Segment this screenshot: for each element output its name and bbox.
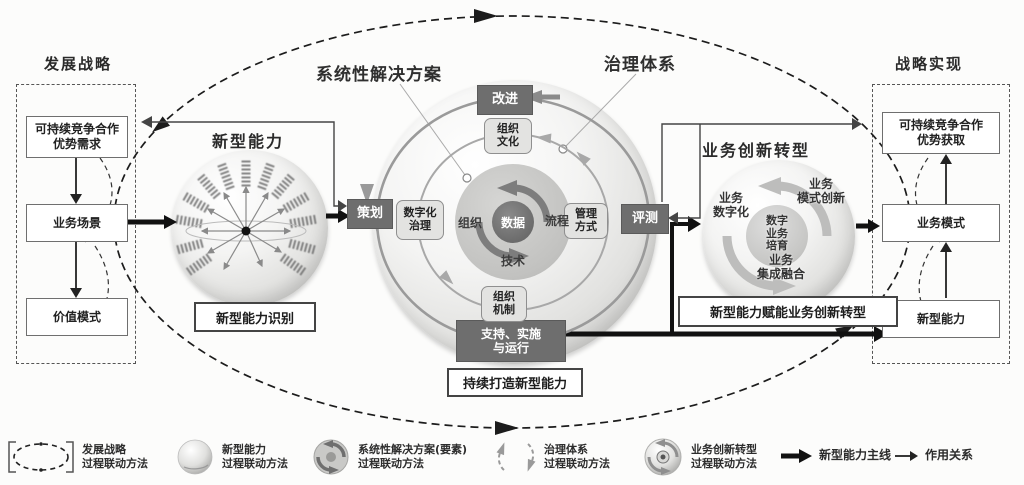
- improve-stage: 改进: [477, 85, 533, 115]
- capability-sphere-title: 新型能力: [212, 132, 285, 151]
- box-value-model: 价值模式: [26, 298, 128, 336]
- label-capability-enables-transformation: 新型能力赋能业务创新转型: [678, 296, 898, 327]
- legend-label: 业务创新转型 过程联动方法: [691, 442, 757, 470]
- dashed-cycle-icon: [496, 442, 536, 472]
- box-business-scenario: 业务场景: [26, 204, 128, 242]
- legend-label: 作用关系: [925, 448, 974, 463]
- legend-item-business: 业务创新转型 过程联动方法: [641, 437, 757, 477]
- support-implement-stage: 支持、实施 与运行: [456, 320, 566, 362]
- label-capability-identification: 新型能力识别: [194, 302, 316, 332]
- solution-title: 系统性解决方案: [316, 65, 442, 85]
- sphere-icon: [177, 439, 213, 475]
- legend-item-capability: 新型能力 过程联动方法: [174, 437, 288, 477]
- legend-label: 新型能力主线: [819, 448, 892, 463]
- bold-arrow-icon: [781, 449, 812, 463]
- core-data-label: 数据: [500, 215, 525, 230]
- legend-item-strategy: 发展战略 过程联动方法: [6, 437, 148, 477]
- left-panel-title: 发展战略: [44, 55, 113, 73]
- org-mechanism-box: 组织 机制: [481, 286, 527, 322]
- thin-arrow-icon: [895, 451, 918, 461]
- label-build-capability: 持续打造新型能力: [447, 368, 583, 397]
- legend-item-mainline: 新型能力主线: [779, 448, 891, 464]
- legend-label: 系统性解决方案(要素) 过程联动方法: [358, 442, 468, 470]
- data-core-disc: 数据: [492, 201, 534, 243]
- evaluate-stage: 评测: [621, 204, 669, 234]
- org-culture-box: 组织 文化: [484, 118, 532, 154]
- digital-governance-box: 数字化 治理: [396, 200, 444, 240]
- swirl-circle-icon: [313, 439, 349, 475]
- box-business-model: 业务模式: [882, 204, 1000, 242]
- governance-title: 治理体系: [604, 55, 676, 75]
- legend-item-solution: 系统性解决方案(要素) 过程联动方法: [310, 437, 467, 477]
- core-process-label: 流程: [544, 214, 569, 228]
- core-tech-label: 技术: [500, 254, 525, 268]
- box-advantage-demand: 可持续竞争合作 优势需求: [26, 116, 128, 158]
- dashed-ellipse-icon: [8, 441, 74, 473]
- legend-label: 治理体系 过程联动方法: [544, 442, 610, 470]
- legend-item-relation: 作用关系: [893, 448, 973, 464]
- capability-item-marks: [241, 160, 251, 187]
- business-model-innovation-label: 业务 模式创新: [796, 177, 845, 205]
- box-advantage-gain: 可持续竞争合作 优势获取: [882, 112, 1000, 154]
- swirl-sphere-icon: [644, 438, 682, 476]
- right-panel-title: 战略实现: [895, 55, 964, 73]
- core-org-label: 组织: [457, 216, 482, 230]
- legend-label: 发展战略 过程联动方法: [82, 442, 148, 470]
- box-new-capability: 新型能力: [882, 300, 1000, 338]
- business-integration-label: 业务 集成融合: [756, 253, 805, 281]
- legend-item-governance: 治理体系 过程联动方法: [494, 437, 610, 477]
- digital-business-cultivation-label: 数字 业务 培育: [766, 214, 788, 253]
- business-sphere-title: 业务创新转型: [702, 141, 811, 160]
- business-digitalization-label: 业务 数字化: [712, 191, 749, 219]
- legend-label: 新型能力 过程联动方法: [222, 442, 288, 470]
- plan-stage: 策划: [347, 199, 393, 229]
